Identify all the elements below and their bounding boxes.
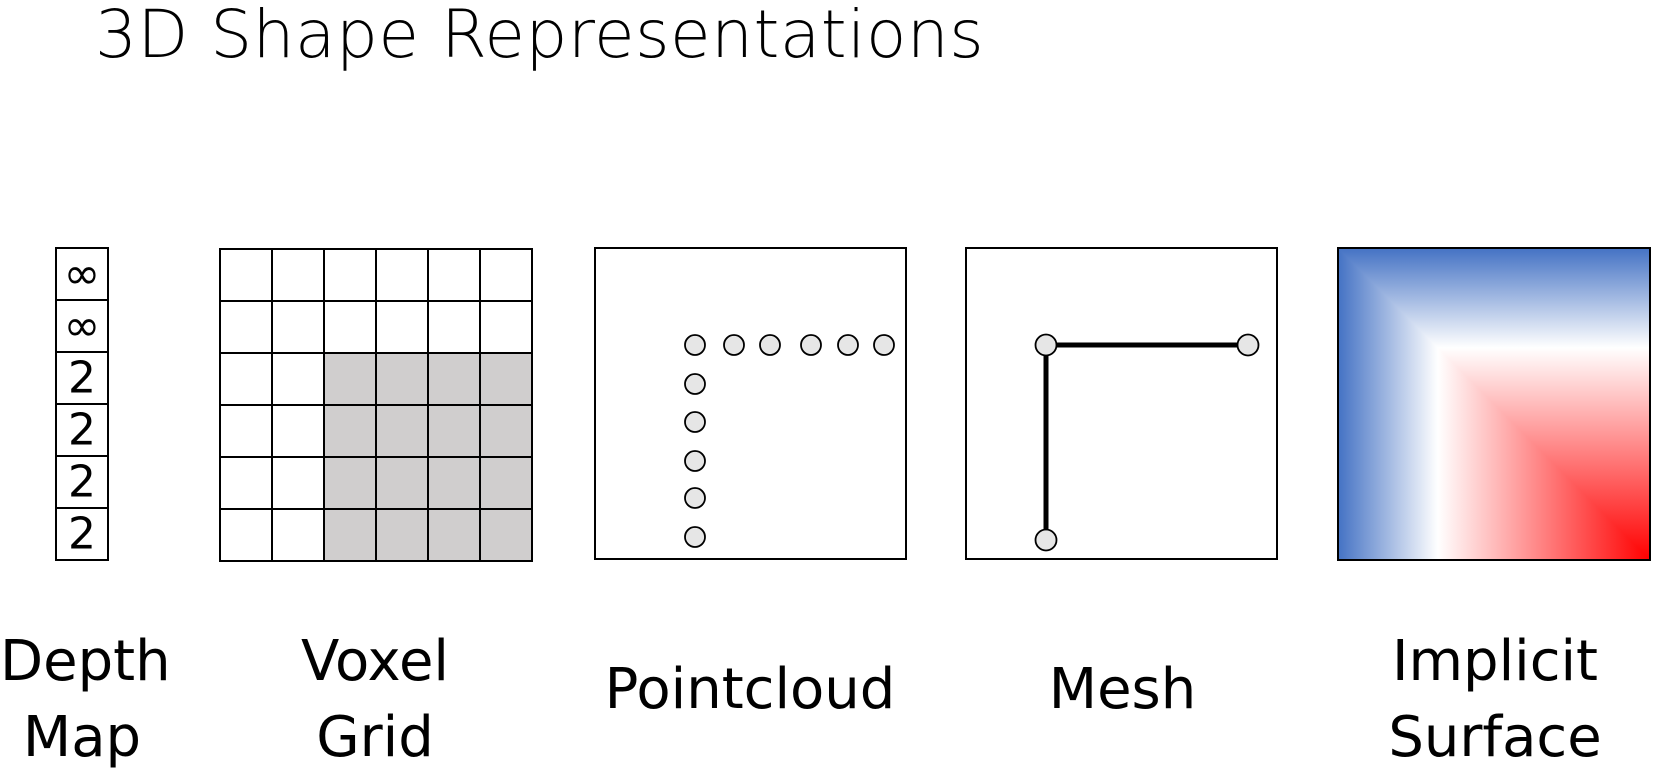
voxel-cell-filled xyxy=(323,456,377,510)
voxel-cell-empty xyxy=(219,508,273,562)
voxel-cell-filled xyxy=(479,456,533,510)
mesh-label: Mesh xyxy=(1048,657,1197,722)
voxel-cell-filled xyxy=(479,404,533,458)
voxel-cell-filled xyxy=(479,508,533,562)
voxel-cell-filled xyxy=(323,352,377,406)
voxel-cell-empty xyxy=(271,404,325,458)
depth-map-label: Depth Map xyxy=(0,629,171,770)
voxel-cell-filled xyxy=(375,352,429,406)
depth-value: 2 xyxy=(68,457,96,508)
depth-value: 2 xyxy=(68,353,96,404)
pointcloud-points xyxy=(684,334,895,548)
pointcloud-panel xyxy=(594,247,907,560)
voxel-cell-filled xyxy=(427,404,481,458)
voxel-cell-empty xyxy=(323,248,377,302)
depth-value: 2 xyxy=(68,509,96,560)
pointcloud-frame xyxy=(594,247,907,560)
pointcloud-point xyxy=(873,334,895,356)
pointcloud-point xyxy=(684,487,706,509)
mesh-panel xyxy=(965,247,1278,560)
voxel-cell-filled xyxy=(479,352,533,406)
pointcloud-point xyxy=(800,334,822,356)
pointcloud-point xyxy=(837,334,859,356)
voxel-cell-empty xyxy=(219,456,273,510)
voxel-cell-empty xyxy=(479,248,533,302)
voxel-cell-filled xyxy=(375,508,429,562)
mesh-frame xyxy=(965,247,1278,560)
voxel-cell-empty xyxy=(271,248,325,302)
depth-map-column: ∞ ∞ 2 2 2 2 xyxy=(55,247,109,561)
depth-value: 2 xyxy=(68,405,96,456)
voxel-cell-empty xyxy=(271,508,325,562)
pointcloud-point xyxy=(684,373,706,395)
depth-cell xyxy=(55,351,109,405)
voxel-cell-empty xyxy=(271,456,325,510)
depth-cell xyxy=(55,299,109,353)
voxel-cell-filled xyxy=(323,508,377,562)
implicit-surface-label: Implicit Surface xyxy=(1388,629,1602,770)
pointcloud-point xyxy=(684,334,706,356)
pointcloud-point xyxy=(759,334,781,356)
voxel-cell-empty xyxy=(427,300,481,354)
mesh-vertex xyxy=(1236,333,1260,357)
voxel-cell-empty xyxy=(271,352,325,406)
voxel-cell-filled xyxy=(427,352,481,406)
voxel-cell-empty xyxy=(375,300,429,354)
voxel-cell-empty xyxy=(479,300,533,354)
pointcloud-point xyxy=(684,450,706,472)
voxel-grid-label: Voxel Grid xyxy=(301,629,449,770)
depth-cell xyxy=(55,247,109,301)
mesh-vertex xyxy=(1034,333,1058,357)
voxel-cell-empty xyxy=(219,352,273,406)
pointcloud-point xyxy=(723,334,745,356)
pointcloud-label: Pointcloud xyxy=(604,657,896,722)
mesh-vertex xyxy=(1034,528,1058,552)
voxel-cell-empty xyxy=(375,248,429,302)
voxel-cell-empty xyxy=(427,248,481,302)
depth-value: ∞ xyxy=(64,249,101,300)
voxel-cell-filled xyxy=(427,508,481,562)
implicit-frame xyxy=(1337,247,1651,561)
slide-title: 3D Shape Representations xyxy=(95,0,985,73)
voxel-cell-empty xyxy=(219,404,273,458)
voxel-cell-empty xyxy=(271,300,325,354)
voxel-cell-filled xyxy=(323,404,377,458)
voxel-cell-filled xyxy=(375,456,429,510)
voxel-cell-empty xyxy=(219,248,273,302)
pointcloud-point xyxy=(684,526,706,548)
voxel-cell-empty xyxy=(323,300,377,354)
voxel-cell-filled xyxy=(375,404,429,458)
pointcloud-point xyxy=(684,411,706,433)
depth-cell xyxy=(55,507,109,561)
depth-value: ∞ xyxy=(64,301,101,352)
voxel-cell-filled xyxy=(427,456,481,510)
voxel-cell-empty xyxy=(219,300,273,354)
voxel-grid xyxy=(219,248,533,562)
implicit-field-top xyxy=(1338,248,1650,560)
implicit-surface-panel xyxy=(1337,247,1651,561)
